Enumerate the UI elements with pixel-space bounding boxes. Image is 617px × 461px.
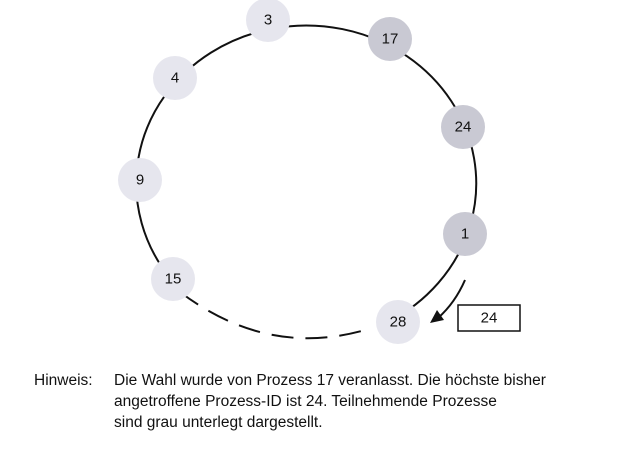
ring-node-9: 9 <box>118 158 162 202</box>
node-id: 17 <box>382 31 399 48</box>
note-line: angetroffene Prozess-ID ist 24. Teilnehm… <box>114 393 497 410</box>
node-id: 1 <box>461 226 469 243</box>
ring-node-4: 4 <box>153 56 197 100</box>
ring-arc-dashed <box>179 291 373 340</box>
node-id: 15 <box>165 271 182 288</box>
node-circle <box>376 300 420 344</box>
ring-node-15: 15 <box>151 257 195 301</box>
arrowhead-icon <box>430 310 444 323</box>
node-circle <box>246 0 290 42</box>
node-circle <box>118 158 162 202</box>
ring-node-28: 28 <box>376 300 420 344</box>
node-circle <box>441 105 485 149</box>
ring-node-24: 24 <box>441 105 485 149</box>
ring-node-17: 17 <box>368 17 412 61</box>
note-line: sind grau unterlegt dargestellt. <box>114 414 323 431</box>
node-id: 3 <box>264 12 272 29</box>
note-label: Hinweis: <box>34 372 93 389</box>
note-line: Die Wahl wurde von Prozess 17 veranlasst… <box>114 372 546 389</box>
node-circle <box>153 56 197 100</box>
message-value: 24 <box>481 310 498 327</box>
note: Hinweis: Die Wahl wurde von Prozess 17 v… <box>34 370 546 433</box>
node-id: 24 <box>455 119 472 136</box>
ring-node-1: 1 <box>443 212 487 256</box>
node-id: 4 <box>171 70 179 87</box>
node-circle <box>443 212 487 256</box>
ring-node-3: 3 <box>246 0 290 42</box>
node-circle <box>368 17 412 61</box>
node-id: 9 <box>136 172 144 189</box>
ring-diagram: 24 3 17 24 1 28 15 9 4 <box>118 0 521 344</box>
node-circle <box>151 257 195 301</box>
message-box <box>457 304 521 332</box>
node-id: 28 <box>390 314 407 331</box>
note-text: Die Wahl wurde von Prozess 17 veranlasst… <box>114 370 546 433</box>
